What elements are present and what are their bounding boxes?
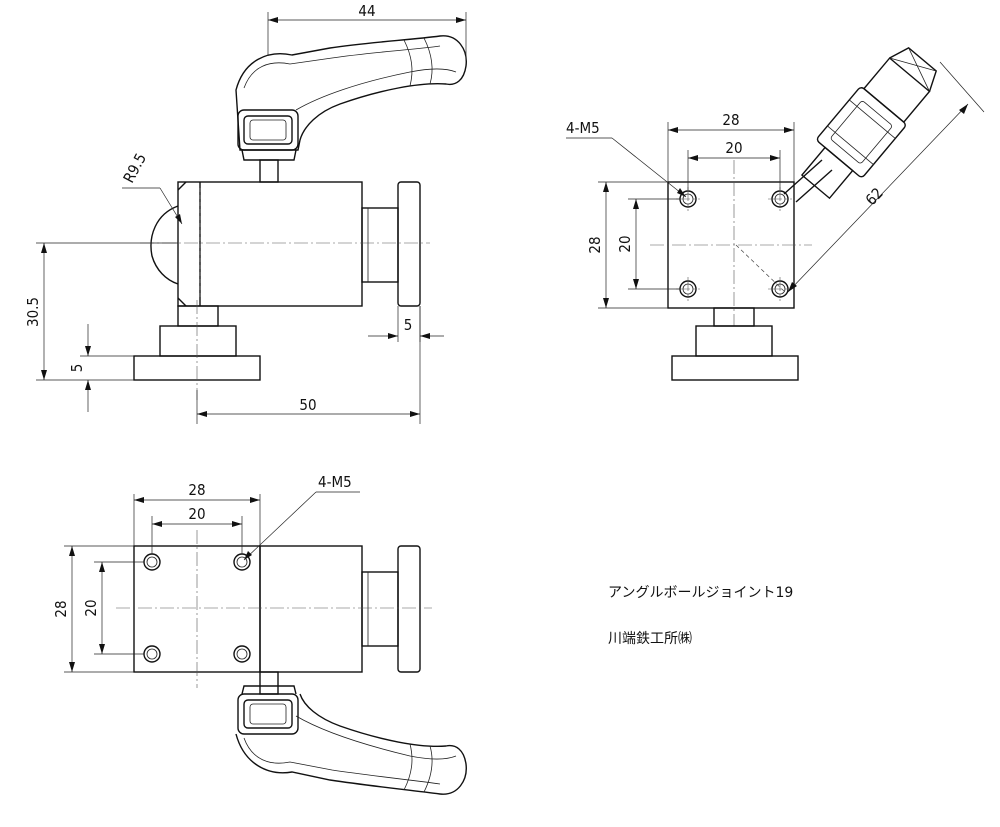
side-view-holes	[676, 187, 792, 301]
side-dim-outer-height: 28	[586, 236, 604, 253]
top-dim-outer-height: 28	[52, 600, 70, 617]
front-view-body	[140, 181, 430, 307]
side-view: 4-M5 28 20 28	[566, 47, 985, 381]
side-view-lever	[800, 47, 938, 200]
front-view-lever	[235, 35, 467, 183]
top-dim-hole-pitch-y: 20	[82, 599, 100, 616]
dim-flange-thickness: 5	[404, 316, 413, 334]
side-dim-lever-length: 62	[862, 184, 887, 209]
dim-ball-radius: R9.5	[120, 150, 150, 186]
dim-base-thickness: 5	[68, 364, 86, 373]
side-dim-hole-pitch-x: 20	[725, 139, 742, 157]
front-view: 44 R9.5 30.5 5	[24, 2, 467, 424]
part-name-label: アングルボールジョイント19	[608, 585, 794, 601]
top-view-dimensions: 4-M5 28 20 28	[52, 473, 360, 673]
front-view-dimensions: 44 R9.5 30.5 5	[24, 2, 467, 424]
side-dim-hole-pitch-y: 20	[616, 235, 634, 252]
dim-length: 50	[299, 396, 316, 414]
side-view-dimensions: 4-M5 28 20 28	[566, 61, 985, 309]
maker-label: 川端鉄工所㈱	[608, 631, 692, 647]
dim-height: 30.5	[24, 297, 42, 327]
top-hole-callout: 4-M5	[318, 473, 352, 491]
top-dim-outer-width: 28	[188, 481, 205, 499]
side-dim-outer-width: 28	[722, 111, 739, 129]
front-view-base	[133, 300, 261, 400]
top-view-lever	[235, 671, 467, 795]
side-hole-callout: 4-M5	[566, 119, 600, 137]
top-view: 4-M5 28 20 28	[52, 473, 467, 795]
dim-lever-width: 44	[358, 2, 375, 20]
top-dim-hole-pitch-x: 20	[188, 505, 205, 523]
